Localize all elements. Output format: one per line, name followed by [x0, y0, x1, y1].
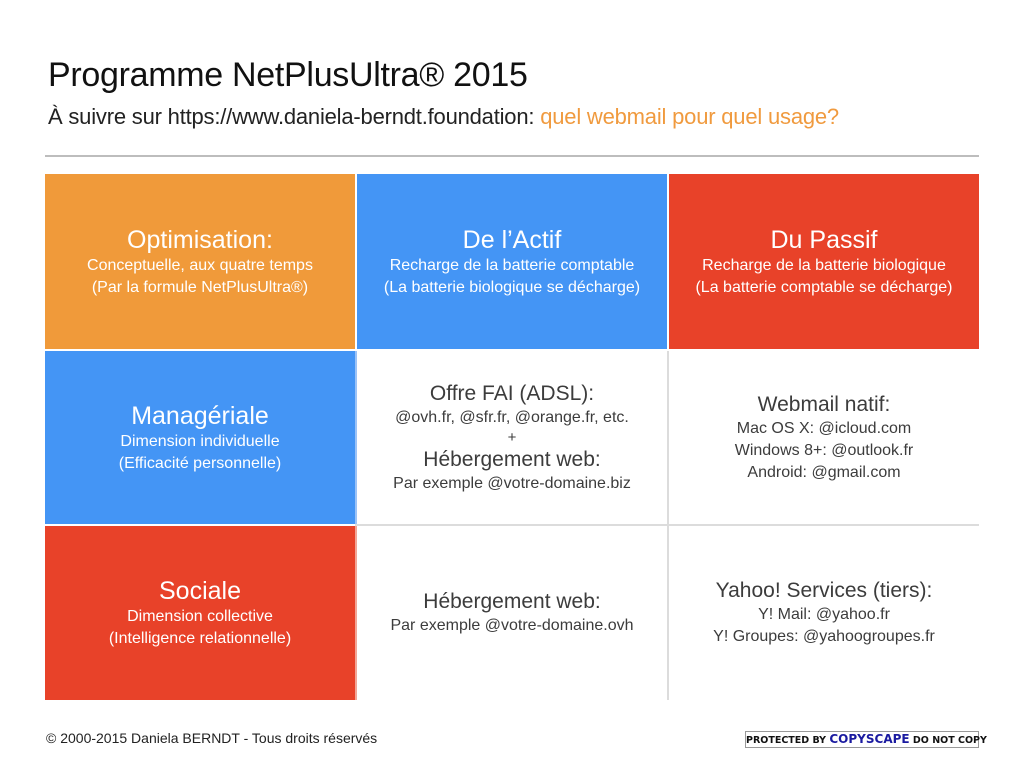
cell-line: Par exemple @votre-domaine.ovh	[390, 617, 634, 634]
grid-gap	[45, 524, 355, 526]
grid-gap	[667, 349, 669, 351]
page-subtitle: À suivre sur https://www.daniela-berndt.…	[48, 104, 839, 130]
cell-optimisation: Optimisation: Conceptuelle, aux quatre t…	[45, 174, 355, 349]
cell-hebergement-web: Hébergement web: Par exemple @votre-doma…	[357, 526, 667, 700]
copyright-footer: © 2000-2015 Daniela BERNDT - Tous droits…	[46, 730, 378, 746]
cell-heading: Hébergement web:	[423, 447, 601, 471]
cell-line: Conceptuelle, aux quatre temps	[87, 256, 313, 274]
plus-sign: +	[507, 428, 517, 446]
cell-heading: Du Passif	[770, 225, 878, 254]
grid-line-horizontal	[669, 524, 979, 526]
cell-heading: De l’Actif	[462, 225, 562, 254]
grid-gap	[355, 349, 357, 351]
grid-line-horizontal	[667, 524, 669, 526]
cell-line: (Efficacité personnelle)	[118, 454, 282, 472]
cell-du-passif: Du Passif Recharge de la batterie biolog…	[669, 174, 979, 349]
cell-line: Par exemple @votre-domaine.biz	[393, 474, 631, 492]
copyscape-badge[interactable]: PROTECTED BY COPYSCAPE DO NOT COPY	[745, 731, 987, 748]
badge-prefix: PROTECTED BY	[746, 735, 827, 746]
cell-heading: Sociale	[159, 577, 241, 605]
badge-suffix: DO NOT COPY	[912, 735, 987, 746]
cell-line: (La batterie comptable se décharge)	[695, 278, 953, 296]
subtitle-prefix: À suivre sur https://www.daniela-berndt.…	[48, 104, 535, 129]
cell-line: Android: @gmail.com	[747, 463, 901, 481]
cell-heading: Hébergement web:	[423, 590, 601, 613]
cell-line: (Intelligence relationnelle)	[108, 630, 292, 647]
cell-line: (Par la formule NetPlusUltra®)	[91, 278, 309, 296]
grid-line-vertical	[355, 526, 357, 700]
cell-heading: Managériale	[131, 401, 269, 430]
subtitle-accent: quel webmail pour quel usage?	[540, 104, 839, 129]
cell-line: Y! Groupes: @yahoogroupes.fr	[713, 628, 935, 645]
cell-de-l-actif: De l’Actif Recharge de la batterie compt…	[357, 174, 667, 349]
grid-line-horizontal	[357, 524, 667, 526]
grid-gap	[355, 174, 357, 349]
cell-heading: Webmail natif:	[757, 392, 891, 416]
cell-line: Dimension individuelle	[120, 432, 280, 450]
cell-sociale: Sociale Dimension collective (Intelligen…	[45, 526, 355, 700]
matrix-grid: Optimisation: Conceptuelle, aux quatre t…	[45, 174, 979, 700]
cell-line: Dimension collective	[127, 608, 273, 625]
cell-manageriale: Managériale Dimension individuelle (Effi…	[45, 351, 355, 524]
cell-line: @ovh.fr, @sfr.fr, @orange.fr, etc.	[395, 408, 629, 426]
grid-gap	[357, 349, 667, 351]
cell-line: (La batterie biologique se décharge)	[383, 278, 641, 296]
cell-webmail-natif: Webmail natif: Mac OS X: @icloud.com Win…	[669, 351, 979, 524]
cell-line: Recharge de la batterie comptable	[389, 256, 635, 274]
header-divider	[45, 155, 979, 157]
grid-line-horizontal	[355, 524, 357, 526]
cell-yahoo-services: Yahoo! Services (tiers): Y! Mail: @yahoo…	[669, 526, 979, 700]
cell-heading: Optimisation:	[127, 225, 273, 254]
cell-offre-fai: Offre FAI (ADSL): @ovh.fr, @sfr.fr, @ora…	[357, 351, 667, 524]
cell-line: Recharge de la batterie biologique	[702, 256, 946, 274]
grid-gap	[669, 349, 979, 351]
cell-heading: Offre FAI (ADSL):	[429, 381, 595, 405]
grid-line-vertical	[355, 351, 357, 524]
grid-gap	[45, 349, 355, 351]
cell-line: Windows 8+: @outlook.fr	[734, 441, 914, 459]
grid-gap	[667, 174, 669, 349]
page-title: Programme NetPlusUltra® 2015	[48, 56, 528, 94]
grid-line-vertical	[667, 351, 669, 524]
copyscape-logo: COPYSCAPE	[829, 732, 910, 746]
grid-line-vertical	[667, 526, 669, 700]
cell-heading: Yahoo! Services (tiers):	[715, 579, 933, 602]
cell-line: Mac OS X: @icloud.com	[736, 419, 912, 437]
cell-line: Y! Mail: @yahoo.fr	[758, 606, 890, 623]
